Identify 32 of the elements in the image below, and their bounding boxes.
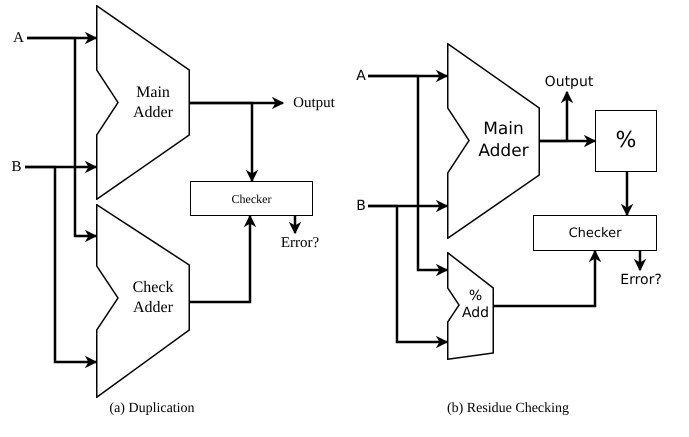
signal-arrow: [620, 172, 634, 216]
signal-arrow: [25, 166, 98, 368]
signal-label: Error?: [270, 233, 330, 253]
adder-block: [447, 252, 494, 360]
process-box: Checker: [190, 181, 313, 216]
signal-label: B: [354, 197, 368, 215]
signal-label: Output: [538, 72, 600, 92]
signal-arrow: [190, 102, 258, 182]
signal-arrow: [190, 214, 256, 304]
block-label: Main Adder: [477, 119, 530, 162]
adder-block: [96, 5, 190, 200]
signal-arrow: [368, 204, 448, 348]
signal-arrow: [540, 134, 596, 148]
process-box: Checker: [533, 215, 657, 251]
signal-arrow: [494, 250, 602, 308]
signal-label: A: [10, 29, 27, 47]
process-box: %: [595, 110, 657, 172]
signal-arrow: [288, 216, 302, 234]
signal-label: Output: [283, 93, 345, 113]
adder-block: [96, 204, 190, 398]
signal-label: B: [8, 158, 25, 176]
signal-arrow: [634, 251, 646, 272]
adder-block: [447, 43, 540, 239]
signal-arrow: [27, 36, 98, 242]
figure-caption: (b) Residue Checking: [446, 400, 570, 418]
block-label: Check Adder: [132, 278, 174, 318]
signal-label: Error?: [612, 270, 670, 290]
block-label: Main Adder: [132, 82, 174, 122]
block-label: % Add: [460, 288, 490, 322]
signal-label: A: [354, 67, 368, 85]
signal-arrow: [368, 74, 448, 276]
figure-caption: (a) Duplication: [108, 400, 196, 418]
